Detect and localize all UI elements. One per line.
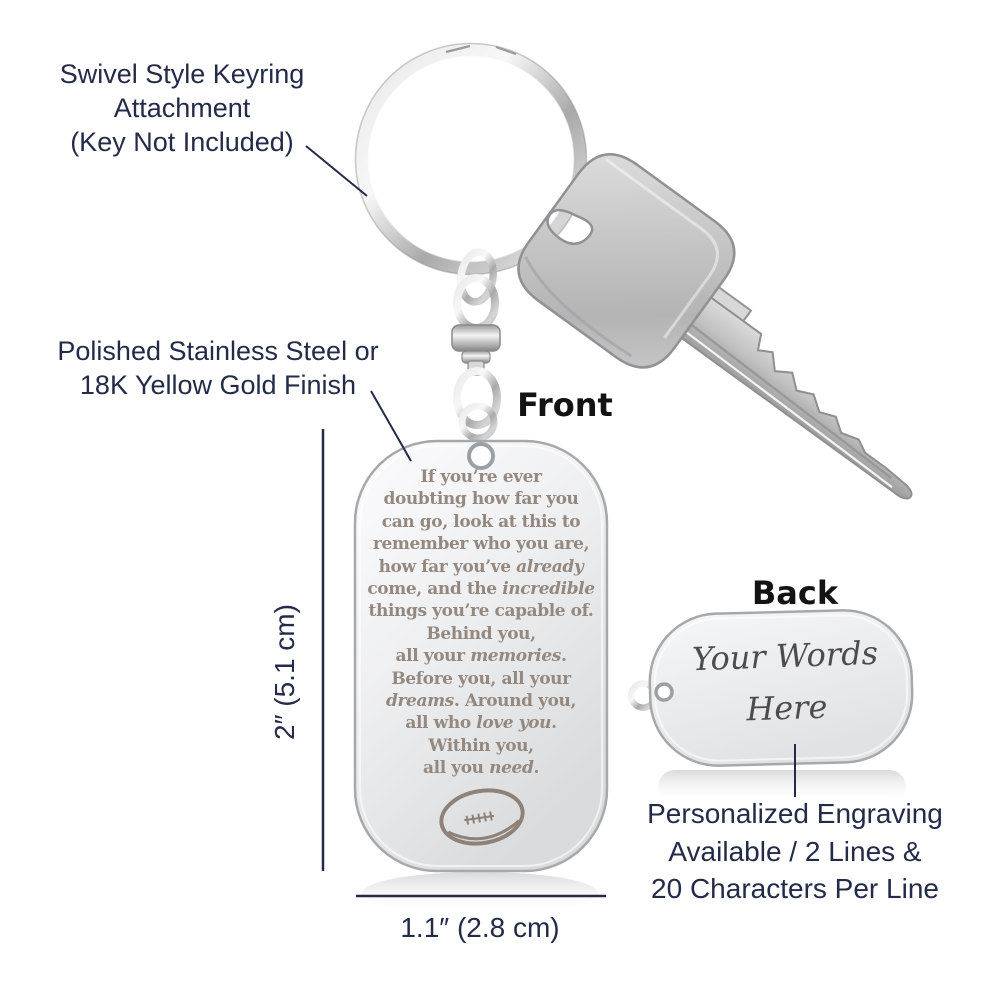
engraving-line: all who love you. [405,713,557,734]
back-engraving-line: Your Words [691,633,879,679]
engraving-line: things you’re capable of. [368,601,594,622]
note-line: Attachment [113,93,251,123]
keyring [354,42,588,276]
back-engraving: Your Words Here [686,628,886,739]
back-view-label: Back [751,574,839,612]
note-line: Polished Stainless Steel or [57,336,379,366]
engraving-line: all you need. [423,758,539,779]
engraving-line: can go, look at this to [381,511,581,532]
note-line: (Key Not Included) [70,127,294,157]
engraving-line: how far you’ve already [378,556,584,577]
note-line: Available / 2 Lines & [668,835,922,867]
pointer-line-keyring [305,145,368,197]
note-line: Personalized Engraving [647,798,943,829]
engraving-line: all your memories. [395,646,567,667]
personalized-engraving-note: Personalized Engraving Available / 2 Lin… [630,795,960,908]
dimension-lines [321,429,606,898]
finish-note: Polished Stainless Steel or 18K Yellow G… [53,334,383,402]
back-engraving-line: Here [745,687,829,729]
pointer-lines [305,145,796,797]
height-dimension-label: 2″ (5.1 cm) [269,604,300,740]
engraving-line: Within you, [428,735,534,756]
engraving-line: Behind you, [426,623,536,644]
pointer-line-finish [370,390,412,462]
width-dimension-label: 1.1″ (2.8 cm) [400,912,560,943]
key [517,153,913,500]
swivel-clasp [451,248,501,442]
note-line: Swivel Style Keyring [59,59,305,89]
engraving-line: remember who you are, [372,534,590,555]
front-tag-reflection [362,872,598,914]
swivel-attachment-note: Swivel Style Keyring Attachment (Key Not… [17,57,347,159]
engraving-line: come, and the incredible [367,579,595,600]
engraving-line: If you’re ever [420,467,542,487]
note-line: 20 Characters Per Line [651,873,939,904]
front-view-label: Front [517,386,613,424]
note-line: 18K Yellow Gold Finish [79,370,357,400]
engraving-line: doubting how far you [383,489,579,510]
engraving-line: dreams. Around you, [386,691,576,712]
engraving-line: Before you, all your [391,668,571,689]
back-dog-tag [627,609,914,767]
back-tag-reflection [658,770,906,804]
front-dog-tag [353,439,609,914]
key-head [517,153,736,369]
rugby-ball-icon [439,788,525,846]
